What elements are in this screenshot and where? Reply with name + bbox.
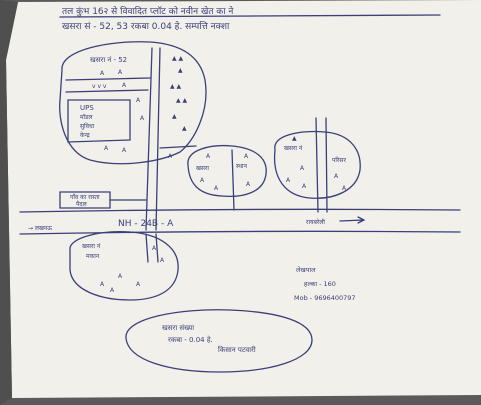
- highway-right-arrow: [339, 216, 366, 224]
- ups-text-4: केन्द्र: [80, 131, 90, 139]
- header-underline: [59, 14, 441, 18]
- svg-text:A: A: [140, 115, 145, 122]
- svg-text:A: A: [100, 70, 105, 77]
- signature-line-3: Mob - 9696400797: [294, 294, 356, 302]
- svg-text:A: A: [342, 185, 347, 192]
- svg-text:A: A: [200, 177, 205, 184]
- ups-text-3: सुविधा: [80, 122, 95, 130]
- left-road-label-1: गाँव का रास्ता: [70, 193, 100, 201]
- highway-right-label: रायबरेली: [306, 218, 325, 226]
- north-plot-outline: [59, 41, 207, 165]
- header-line-2: खसरा सं - 52, 53 रकबा 0.04 हे. सम्पत्ति …: [62, 20, 230, 32]
- right-plot-label-2: परिसर: [332, 156, 346, 164]
- south-tree-marks: AA AA AA: [100, 245, 165, 294]
- signature-line-1: लेखपाल: [296, 266, 316, 274]
- svg-text:A: A: [160, 257, 165, 264]
- svg-text:A: A: [104, 145, 109, 152]
- right-tree-marks: ▲A AA AA: [286, 135, 347, 192]
- south-plot-label-1: खसरा नं: [82, 243, 101, 250]
- south-plot-label-2: मकान: [86, 253, 100, 260]
- svg-text:▲: ▲: [182, 125, 187, 132]
- south-plot-outline: [69, 231, 179, 301]
- svg-text:A: A: [136, 97, 141, 104]
- right-road-line-a: [315, 117, 319, 213]
- svg-text:▲ ▲: ▲ ▲: [176, 97, 188, 104]
- svg-text:A: A: [300, 165, 305, 172]
- center-plot-outline: [187, 144, 267, 198]
- svg-text:A: A: [168, 153, 173, 160]
- svg-text:A: A: [100, 281, 105, 288]
- ups-text-1: UPS: [80, 104, 94, 112]
- svg-text:▲: ▲: [178, 67, 183, 74]
- svg-text:A: A: [214, 185, 219, 192]
- svg-text:A: A: [286, 177, 291, 184]
- svg-text:▲ ▲: ▲ ▲: [172, 55, 184, 62]
- header-line-1: तल कुंभ 16२ से विवादित प्लॉट को नवीन खेत…: [62, 5, 234, 17]
- svg-text:▲: ▲: [292, 135, 297, 142]
- svg-text:A: A: [118, 273, 123, 280]
- right-plot-label-1: खसरा नं: [284, 145, 303, 152]
- north-right-subdivider: [159, 145, 197, 149]
- center-plot-label-2: स्थान: [236, 163, 248, 170]
- highway-line-top: [19, 208, 461, 213]
- oval-text-2: रकबा - 0.04 हे.: [168, 335, 213, 344]
- south-road-line-b: [155, 233, 159, 263]
- right-road-line-b: [325, 117, 328, 213]
- svg-text:A: A: [152, 245, 157, 252]
- center-plot-stem: [231, 149, 235, 211]
- svg-text:▲: ▲: [172, 113, 177, 120]
- highway-line-bottom: [19, 230, 461, 235]
- ups-box: [67, 99, 131, 143]
- svg-text:A: A: [206, 153, 211, 160]
- oval-text-3: किसान पटवारी: [218, 345, 256, 354]
- highway-label: NH - 24B - A: [118, 219, 174, 229]
- svg-text:A: A: [122, 147, 127, 154]
- svg-text:A: A: [246, 181, 251, 188]
- north-plot-divider-2: [65, 89, 149, 93]
- bottom-oval: [125, 309, 313, 373]
- svg-text:A: A: [136, 281, 141, 288]
- north-road-line-a: [145, 47, 153, 231]
- left-road-label-2: पैदल: [76, 200, 88, 208]
- highway-left-label: → लखनऊ: [28, 225, 52, 232]
- svg-text:A: A: [118, 69, 123, 76]
- svg-text:A: A: [302, 183, 307, 190]
- svg-text:▲ ▲: ▲ ▲: [170, 83, 182, 90]
- north-plot-divider-1: [65, 77, 151, 81]
- south-road-line-a: [145, 233, 149, 263]
- north-road-line-b: [155, 47, 161, 231]
- oval-text-1: खसरा संख्या: [162, 324, 194, 332]
- svg-text:v v v: v v v: [92, 83, 107, 90]
- right-plot-outline: [273, 130, 361, 199]
- signature-line-2: हल्का - 160: [304, 280, 336, 288]
- svg-text:A: A: [122, 82, 127, 89]
- center-plot-label-1: खसरा: [196, 165, 209, 172]
- center-tree-marks: A A A A A: [200, 153, 251, 192]
- svg-text:A: A: [334, 173, 339, 180]
- left-road-box: [59, 191, 111, 209]
- svg-text:A: A: [244, 153, 249, 160]
- north-plot-label: खसरा नं - 52: [90, 56, 127, 64]
- ups-text-2: मॉडल: [80, 113, 93, 121]
- svg-text:A: A: [110, 287, 115, 294]
- paper-shadow: [0, 0, 18, 405]
